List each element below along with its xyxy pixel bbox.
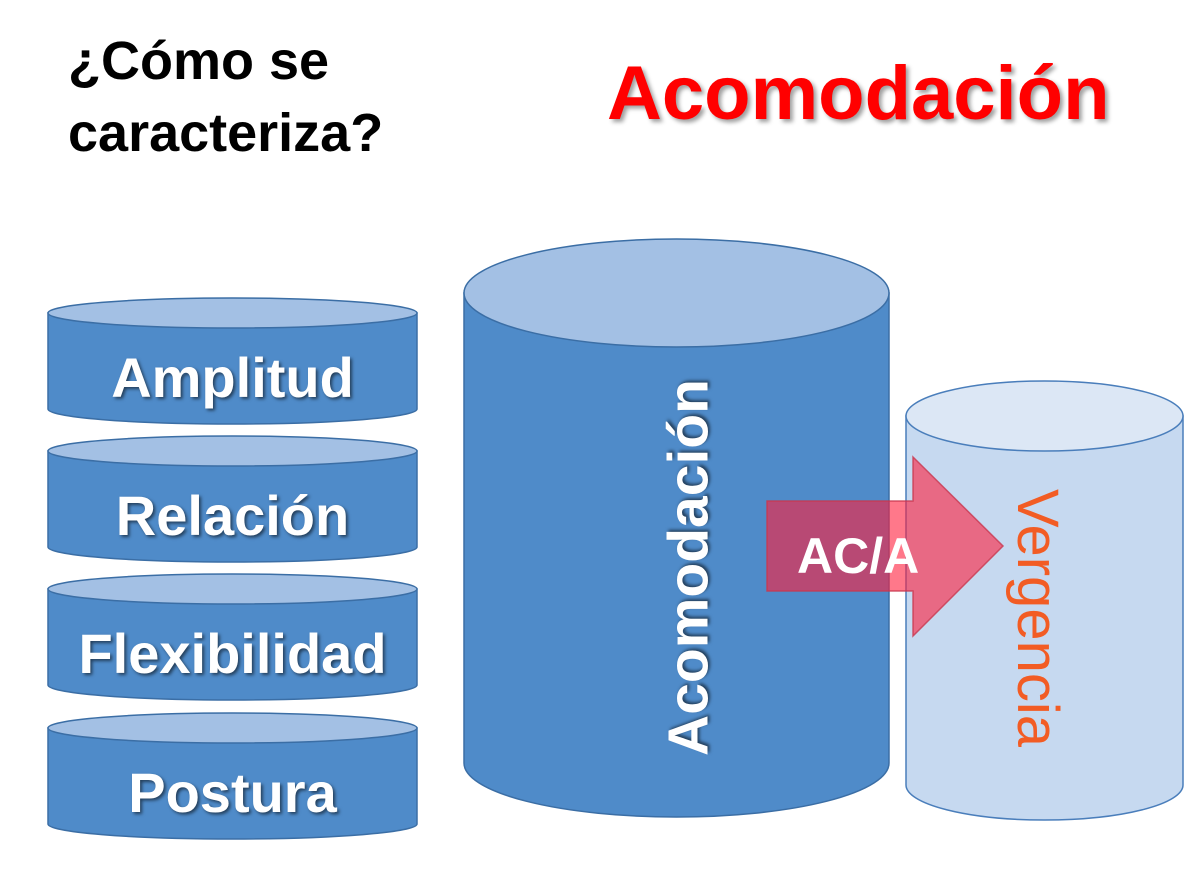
cylinder-top: [905, 380, 1184, 452]
cylinder-postura: Postura: [47, 712, 418, 840]
cylinder-shape: [47, 435, 418, 563]
vergence-label: Vergencia: [1005, 489, 1070, 747]
cylinder-body: [47, 450, 418, 563]
cylinder-amplitud: Amplitud: [47, 297, 418, 425]
cylinder-body: [47, 312, 418, 425]
cylinder-top: [47, 573, 418, 605]
cylinder-body: [905, 415, 1184, 821]
question-line: caracteriza?: [68, 103, 384, 163]
accommodation-label: Acomodación: [656, 379, 721, 756]
accommodation-cylinder: Acomodación: [463, 238, 890, 818]
cylinder-shape: [47, 573, 418, 701]
ac-a-arrow: AC/A: [766, 455, 1006, 638]
cylinder-label: Amplitud: [111, 346, 354, 409]
vergence-cylinder: Vergencia: [905, 380, 1184, 821]
cylinder-body: [463, 292, 890, 818]
cylinder-body: [47, 727, 418, 840]
cylinder-top: [463, 238, 890, 348]
slide-title: Acomodación: [607, 51, 1110, 136]
question-heading: ¿Cómo se caracteriza?: [68, 25, 383, 169]
cylinder-label: Flexibilidad: [78, 622, 387, 685]
cylinder-shape: [47, 712, 418, 840]
cylinder-shape: [905, 380, 1184, 821]
cylinder-label: Relación: [115, 484, 350, 547]
arrow-label: AC/A: [797, 528, 920, 584]
question-line: ¿Cómo se: [68, 31, 330, 91]
cylinder-relacion: Relación: [47, 435, 418, 563]
arrow-right-icon: [766, 455, 1005, 638]
cylinder-label: Postura: [128, 761, 337, 824]
cylinder-flexibilidad: Flexibilidad: [47, 573, 418, 701]
arrow-shape: [766, 455, 1005, 638]
cylinder-top: [47, 712, 418, 744]
cylinder-top: [47, 297, 418, 329]
cylinder-shape: [463, 238, 890, 818]
cylinder-body: [47, 588, 418, 701]
cylinder-shape: [47, 297, 418, 425]
cylinder-top: [47, 435, 418, 467]
